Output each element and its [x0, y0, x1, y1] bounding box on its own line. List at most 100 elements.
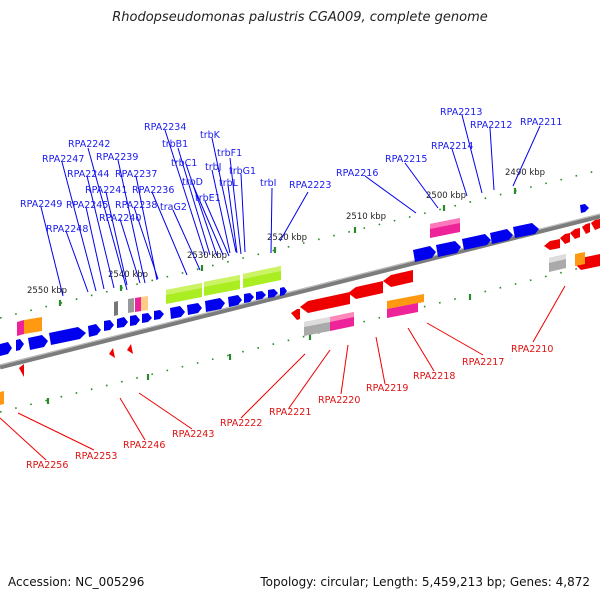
gene-arrow[interactable] [142, 313, 152, 323]
misc-block[interactable] [141, 296, 148, 311]
misc-block[interactable] [304, 317, 330, 327]
kbp-label-2500: 2500 kbp [426, 191, 466, 201]
misc-block[interactable] [387, 303, 418, 318]
gene-arrow[interactable] [127, 344, 133, 354]
gene-arrow[interactable] [104, 320, 114, 331]
misc-block[interactable] [387, 294, 424, 309]
gene-label[interactable]: trbK [200, 130, 221, 141]
gene-label[interactable]: RPA2245 [66, 200, 108, 211]
gene-label[interactable]: RPA2218 [413, 371, 455, 382]
reverse-genes [19, 219, 600, 377]
gene-label[interactable]: RPA2220 [318, 395, 360, 406]
gene-arrow[interactable] [300, 292, 350, 313]
gene-arrow[interactable] [413, 246, 436, 262]
gene-arrow[interactable] [383, 270, 413, 287]
forward-leader-lines [40, 114, 541, 297]
gene-label[interactable]: RPA2217 [462, 357, 504, 368]
gene-arrow[interactable] [130, 315, 140, 326]
gene-arrow[interactable] [490, 229, 513, 244]
gene-label[interactable]: RPA2249 [20, 199, 62, 210]
misc-block[interactable] [114, 301, 118, 316]
misc-block[interactable] [24, 317, 42, 334]
gene-arrow[interactable] [256, 291, 266, 300]
gene-arrow[interactable] [205, 298, 225, 312]
gene-label[interactable]: trbD [182, 177, 203, 188]
gene-arrow[interactable] [513, 223, 539, 238]
genome-summary-text: Topology: circular; Length: 5,459,213 bp… [260, 575, 590, 589]
misc-block[interactable] [0, 391, 4, 405]
gene-label[interactable]: traG2 [160, 202, 187, 213]
gene-label[interactable]: RPA2210 [511, 344, 553, 355]
gene-arrow[interactable] [580, 204, 589, 213]
gene-label[interactable]: RPA2256 [26, 460, 68, 471]
gene-arrow[interactable] [268, 289, 278, 298]
gene-label[interactable]: RPA2240 [99, 213, 141, 224]
gene-arrow[interactable] [228, 295, 242, 307]
misc-block[interactable] [330, 312, 354, 322]
gene-label[interactable]: RPA2246 [123, 440, 165, 451]
gene-arrow[interactable] [570, 228, 580, 239]
gene-label[interactable]: RPA2223 [289, 180, 331, 191]
gene-label[interactable]: RPA2219 [366, 383, 408, 394]
gene-arrow[interactable] [348, 281, 383, 299]
gene-label[interactable]: RPA2213 [440, 107, 482, 118]
gene-arrow[interactable] [19, 364, 24, 377]
gene-label[interactable]: RPA2253 [75, 451, 117, 462]
gene-arrow[interactable] [109, 348, 115, 358]
misc-block[interactable] [135, 297, 141, 312]
operon-block[interactable] [166, 283, 202, 295]
gene-label[interactable]: RPA2214 [431, 141, 473, 152]
gene-label[interactable]: RPA2222 [220, 418, 262, 429]
gene-arrow[interactable] [16, 339, 24, 351]
operon-block[interactable] [204, 275, 240, 287]
gene-label[interactable]: trbL [219, 178, 239, 189]
gene-label[interactable]: RPA2236 [132, 185, 174, 196]
gene-label[interactable]: RPA2241 [85, 185, 127, 196]
gene-arrow[interactable] [582, 223, 590, 234]
gene-arrow[interactable] [0, 342, 12, 356]
gene-label[interactable]: RPA2248 [46, 224, 88, 235]
gene-arrow[interactable] [28, 335, 48, 350]
gene-label[interactable]: RPA2212 [470, 120, 512, 131]
gene-label[interactable]: trbB1 [162, 139, 188, 150]
gene-label[interactable]: RPA2238 [115, 200, 157, 211]
gene-label[interactable]: RPA2234 [144, 122, 186, 133]
gene-arrow[interactable] [436, 241, 461, 257]
gene-arrow[interactable] [244, 293, 254, 303]
gene-arrow[interactable] [291, 309, 300, 320]
gene-arrow[interactable] [170, 306, 185, 319]
gene-label[interactable]: RPA2243 [172, 429, 214, 440]
gene-arrow[interactable] [88, 324, 101, 337]
gene-label[interactable]: trbJ [205, 162, 221, 173]
gene-label[interactable]: RPA2237 [115, 169, 157, 180]
misc-block[interactable] [128, 298, 134, 313]
gene-arrow[interactable] [462, 234, 491, 250]
gene-label[interactable]: trbC1 [171, 158, 197, 169]
gene-label[interactable]: trbE1 [195, 193, 221, 204]
gene-arrow[interactable] [560, 233, 570, 244]
gene-arrow[interactable] [187, 303, 202, 315]
misc-block[interactable] [549, 254, 566, 263]
gene-label[interactable]: RPA2239 [96, 152, 138, 163]
gene-arrow[interactable] [591, 219, 600, 230]
gene-label[interactable]: trbG1 [229, 166, 256, 177]
misc-block[interactable] [17, 320, 24, 336]
gene-arrow[interactable] [544, 239, 560, 250]
gene-label[interactable]: RPA2247 [42, 154, 84, 165]
gene-label[interactable]: RPA2242 [68, 139, 110, 150]
gene-label[interactable]: RPA2211 [520, 117, 562, 128]
misc-block[interactable] [575, 252, 585, 266]
gene-label[interactable]: RPA2215 [385, 154, 427, 165]
gene-arrow[interactable] [49, 327, 86, 345]
misc-block[interactable] [430, 218, 460, 229]
operon-block[interactable] [243, 266, 281, 279]
gene-label[interactable]: trbF1 [217, 148, 242, 159]
gene-label[interactable]: RPA2221 [269, 407, 311, 418]
gene-label[interactable]: RPA2244 [67, 169, 109, 180]
gene-arrow[interactable] [154, 310, 164, 320]
gene-arrow[interactable] [117, 317, 128, 328]
gene-label[interactable]: trbI [260, 178, 276, 189]
gene-label[interactable]: RPA2216 [336, 168, 378, 179]
gene-arrow[interactable] [280, 287, 287, 296]
